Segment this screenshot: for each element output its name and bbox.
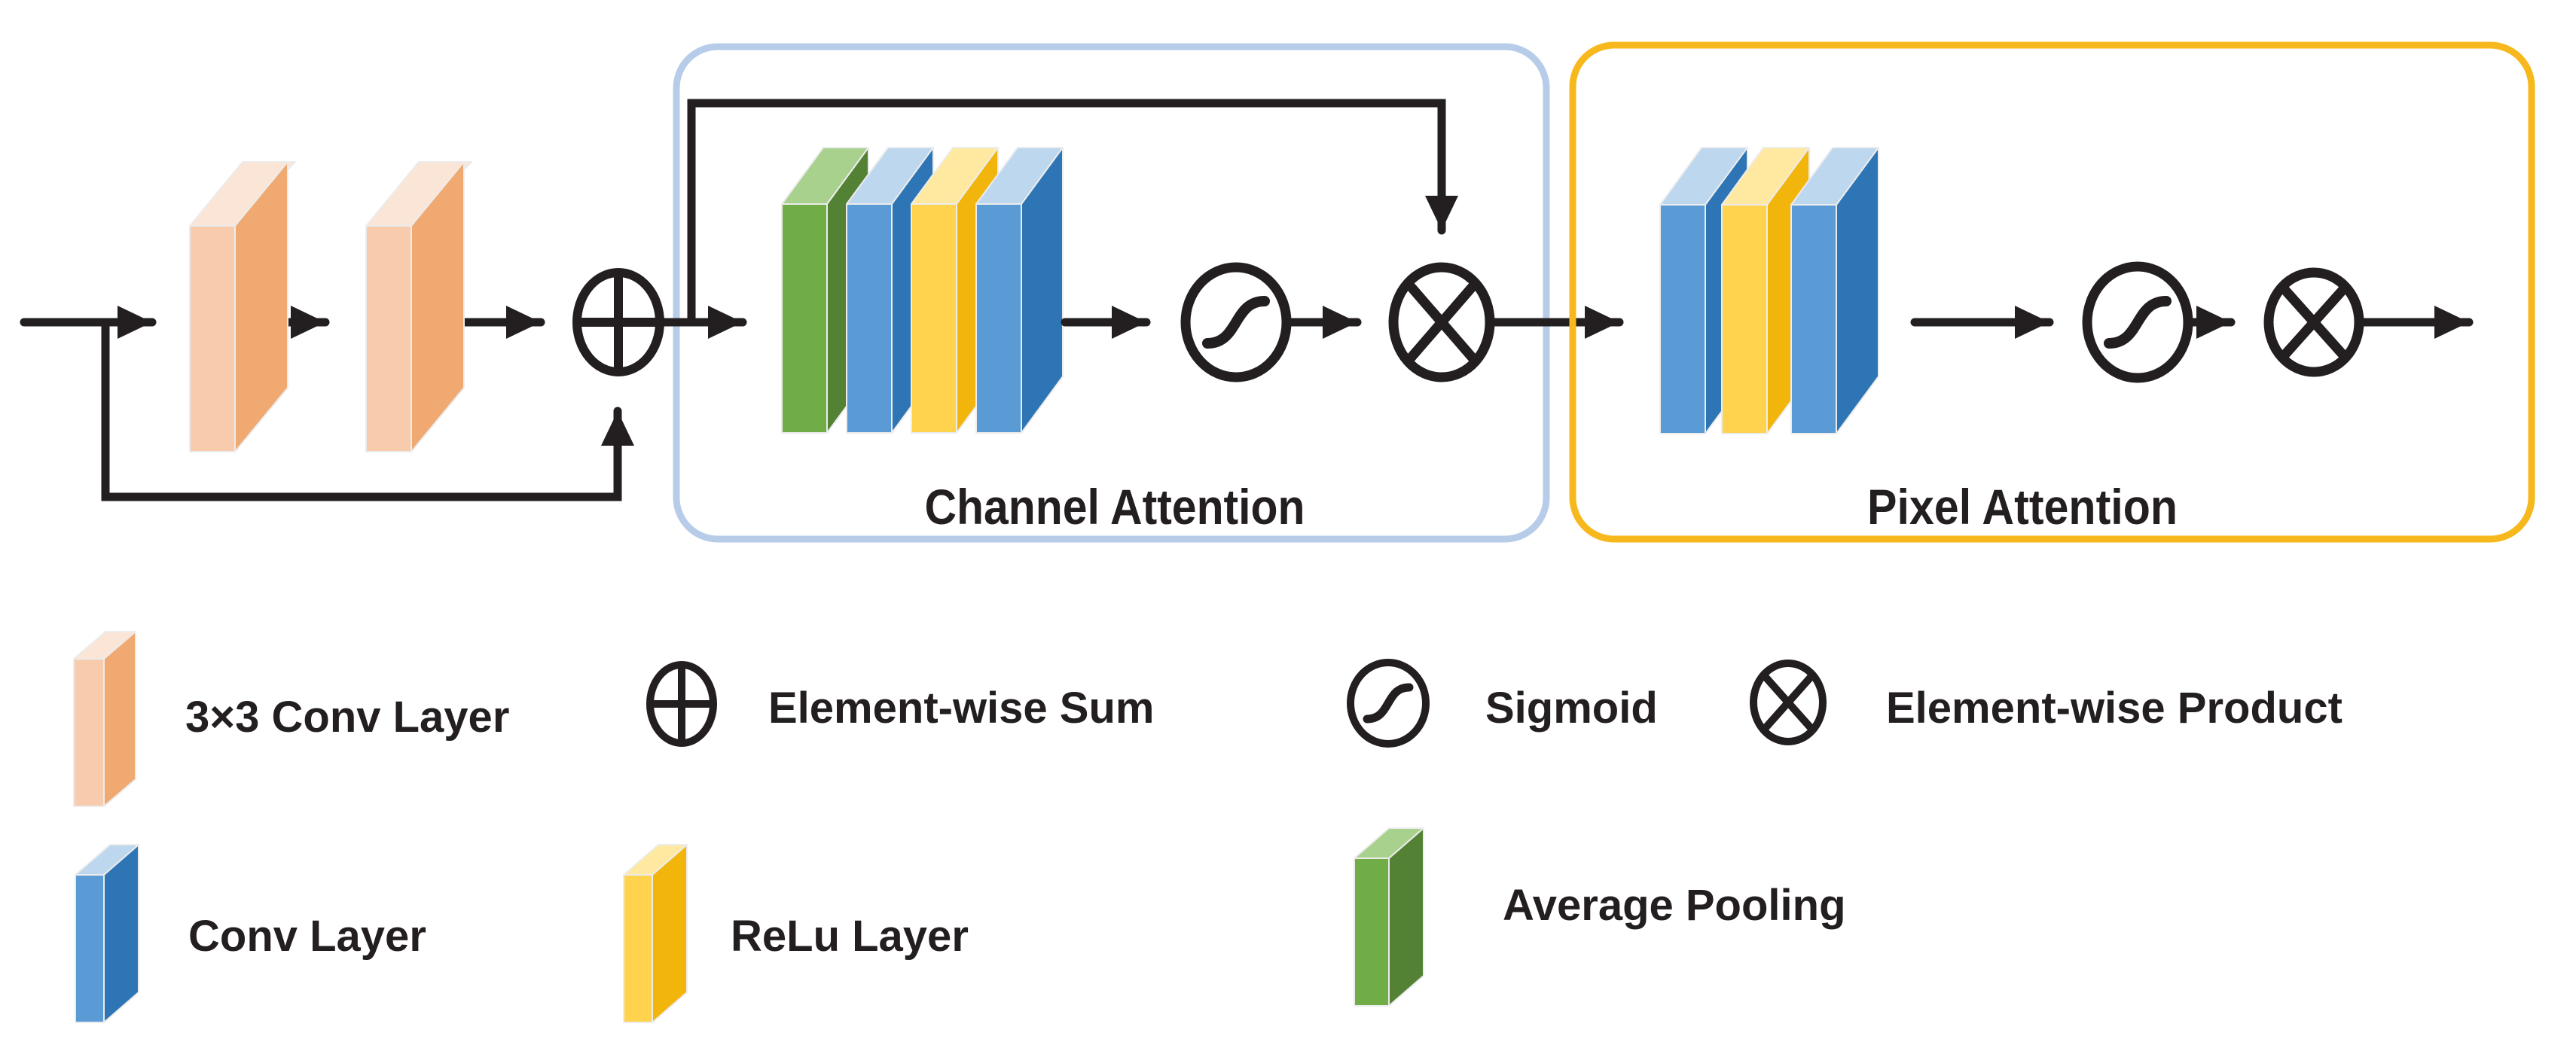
pixel-attention-label: Pixel Attention [1867, 479, 2178, 535]
sigmoid-icon [2082, 261, 2193, 383]
legend-label-sum: Element-wise Sum [768, 684, 1154, 733]
ca-skip-arrow [687, 99, 1458, 327]
ca-conv-block-2 [975, 147, 1064, 434]
block-side-face [652, 844, 688, 1023]
sigmoid-icon [1347, 659, 1430, 748]
block-side-face [103, 631, 136, 807]
product-x-line-2 [1761, 672, 1815, 733]
sigmoid-icon [1180, 262, 1292, 382]
block-front-face [75, 874, 105, 1023]
block-front-face [365, 225, 412, 452]
block-front-face [73, 658, 105, 807]
sigmoid-curve [1202, 296, 1270, 349]
pixel-attention-box [1569, 41, 2535, 543]
sum-icon [646, 661, 717, 747]
product-icon [1388, 262, 1495, 382]
channel-attention-module: Channel Attention [655, 43, 1550, 543]
block-side-face [1388, 827, 1424, 1007]
legend-item-conv: Conv Layer [75, 844, 426, 1023]
legend-label-relu: ReLu Layer [731, 912, 969, 961]
legend-item-sigmoid: Sigmoid [1347, 659, 1658, 748]
legend-label-sigmoid: Sigmoid [1485, 684, 1658, 733]
block-front-face [1354, 858, 1390, 1007]
channel-attention-box [673, 43, 1550, 543]
legend: 3×3 Conv Layer Element-wise Sum Sigmoid [73, 631, 2343, 1023]
sigmoid-curve [2104, 296, 2172, 349]
block-front-face [975, 203, 1022, 434]
product-x-line-2 [1404, 279, 1479, 365]
sum-icon [572, 268, 664, 376]
pa-conv-block-2 [1790, 147, 1879, 434]
block-front-face [189, 225, 236, 452]
product-icon [2263, 267, 2364, 377]
sigmoid-curve [1363, 683, 1414, 724]
product-icon [1750, 660, 1827, 745]
block-front-face [781, 203, 828, 434]
block-front-face [1659, 204, 1706, 434]
block-front-face [911, 203, 957, 434]
legend-item-relu: ReLu Layer [623, 844, 969, 1023]
conv3x3-block-2 [365, 161, 472, 452]
channel-attention-label: Channel Attention [925, 479, 1305, 535]
residual-skip-arrow [101, 318, 634, 501]
legend-label-conv: Conv Layer [188, 912, 426, 961]
legend-item-sum: Element-wise Sum [646, 661, 1154, 747]
block-front-face [1790, 204, 1837, 434]
pixel-attention-module: Pixel Attention [1569, 41, 2535, 543]
conv3x3-block-1 [189, 161, 296, 452]
block-side-face [103, 844, 139, 1023]
block-front-face [1721, 204, 1768, 434]
legend-label-conv3x3: 3×3 Conv Layer [185, 693, 509, 742]
legend-item-product: Element-wise Product [1750, 660, 2343, 745]
legend-item-conv3x3: 3×3 Conv Layer [73, 631, 509, 807]
product-x-line-2 [2278, 283, 2349, 361]
residual-input-group [20, 306, 634, 501]
legend-label-avgpool: Average Pooling [1503, 881, 1846, 930]
legend-item-avgpool: Average Pooling [1354, 827, 1846, 1007]
block-front-face [846, 203, 893, 434]
block-front-face [623, 874, 653, 1023]
legend-label-product: Element-wise Product [1886, 684, 2343, 733]
